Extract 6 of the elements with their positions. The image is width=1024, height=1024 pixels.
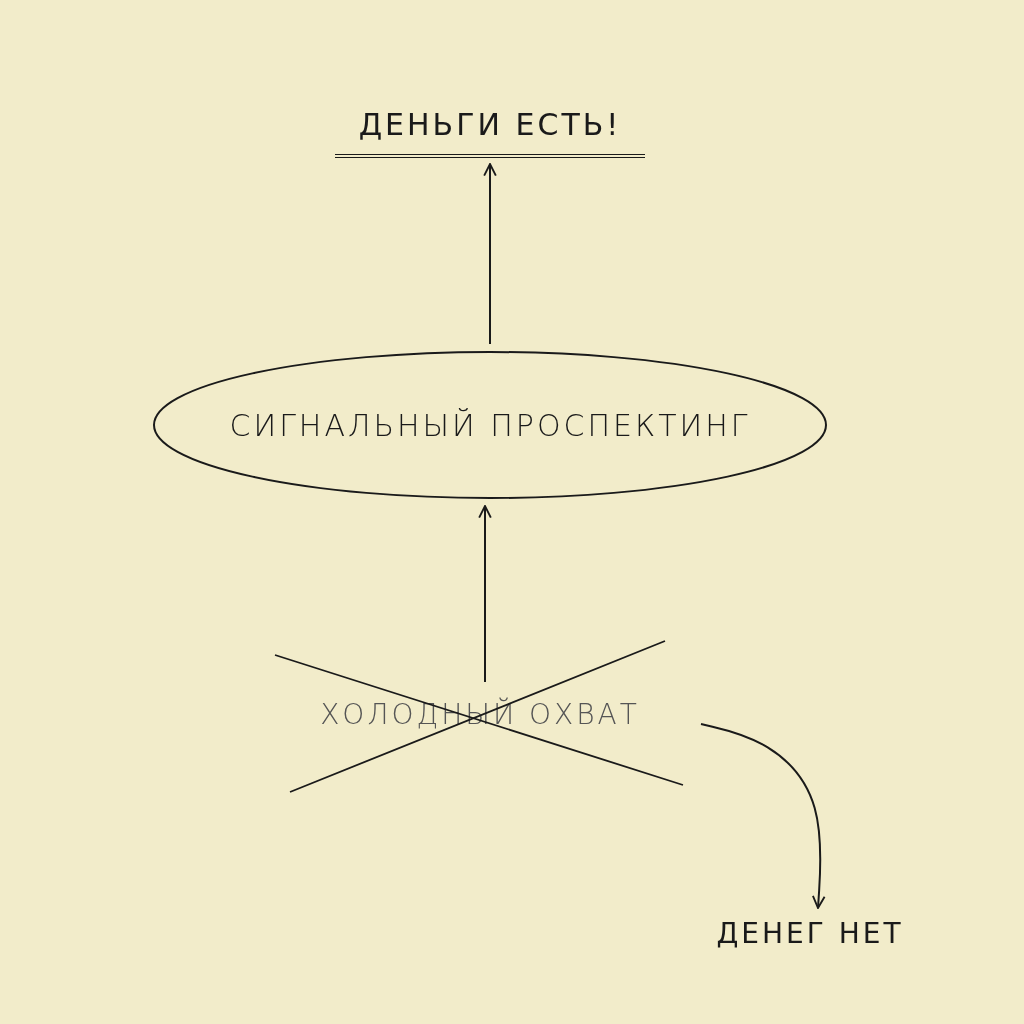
heading-text: ДЕНЬГИ ЕСТЬ!	[335, 100, 645, 158]
arrow	[478, 505, 492, 683]
arrow	[700, 723, 826, 909]
outcome-text: ДЕНЕГ НЕТ	[700, 912, 920, 956]
process-label: СИГНАЛЬНЫЙ ПРОСПЕКТИНГ	[229, 407, 751, 443]
arrow	[483, 163, 497, 345]
